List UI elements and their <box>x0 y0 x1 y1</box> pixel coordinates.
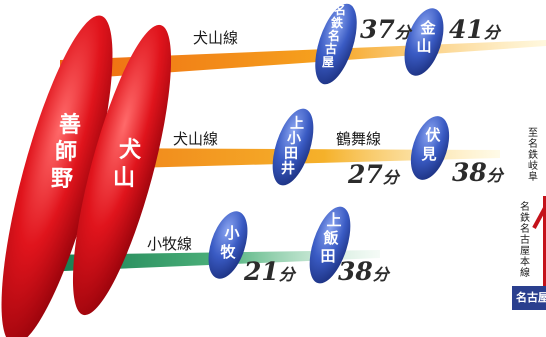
station-fushimi-name-char: 伏 <box>425 126 440 144</box>
time-kamiiida: 38分 <box>338 257 389 286</box>
station-meitetsu-nagoya-name-char: 鉄 <box>331 15 343 30</box>
origin-inuyama-name-char: 山 <box>113 166 135 191</box>
line-label-inuyama-top: 犬山線 <box>193 29 239 47</box>
origin-zenjino-name-char: 師 <box>55 139 77 165</box>
origin-zenjino-name-char: 善 <box>59 112 81 138</box>
station-kamiiida-name-char: 田 <box>320 247 335 265</box>
station-komaki-name-char: 牧 <box>220 243 236 261</box>
station-komaki-name-char: 小 <box>224 224 239 242</box>
time-kamiotai: 27分 <box>348 160 399 189</box>
origin-inuyama-name-char: 犬 <box>119 138 142 163</box>
station-kamiotai-marker <box>272 108 314 186</box>
station-meitetsu-nagoya-name-char: 古 <box>325 41 337 56</box>
station-fushimi-name-char: 見 <box>420 145 436 163</box>
station-meitetsu-nagoya-marker <box>315 3 357 85</box>
line-label-komaki: 小牧線 <box>147 235 193 253</box>
station-kamiotai-name-char: 小 <box>287 131 301 147</box>
time-komaki: 21分 <box>244 257 295 286</box>
station-kanayama-marker <box>404 8 444 76</box>
station-komaki-marker <box>208 211 248 279</box>
station-kanayama-name-char: 山 <box>416 37 431 55</box>
station-kamiiida-name-char: 飯 <box>322 229 338 247</box>
line-label-tsurumai: 鶴舞線 <box>336 130 382 148</box>
line-label-inuyama-mid: 犬山線 <box>173 130 219 148</box>
station-meitetsu-nagoya-name-char: 名 <box>334 2 346 17</box>
nagoya-badge: 名古屋 <box>512 286 546 310</box>
time-kanayama: 41分 <box>449 15 500 44</box>
station-kanayama-name-char: 金 <box>419 19 436 37</box>
origin-zenjino-name-char: 野 <box>51 167 73 192</box>
station-kamiotai-name-char: 上 <box>290 116 304 132</box>
station-meitetsu-nagoya-name-char: 屋 <box>322 55 334 69</box>
origin-zenjino-marker <box>1 15 113 337</box>
station-kamiiida-marker <box>309 206 351 284</box>
station-kamiotai-name-char: 井 <box>281 160 295 177</box>
station-meitetsu-nagoya-name-char: 名 <box>328 28 340 43</box>
time-meitetsu-nagoya: 37分 <box>360 15 411 44</box>
station-kamiotai-name-char: 田 <box>284 146 298 162</box>
origin-inuyama-marker <box>72 24 172 316</box>
label-meitetsu-main-line: 名鉄名古屋本線 <box>520 202 530 279</box>
station-kamiiida-name-char: 上 <box>326 211 341 229</box>
label-to-meitetsu-gifu: 至名鉄岐阜 <box>528 128 538 183</box>
time-fushimi: 38分 <box>452 158 503 187</box>
rail-branch <box>532 205 546 229</box>
station-fushimi-marker <box>410 116 450 180</box>
